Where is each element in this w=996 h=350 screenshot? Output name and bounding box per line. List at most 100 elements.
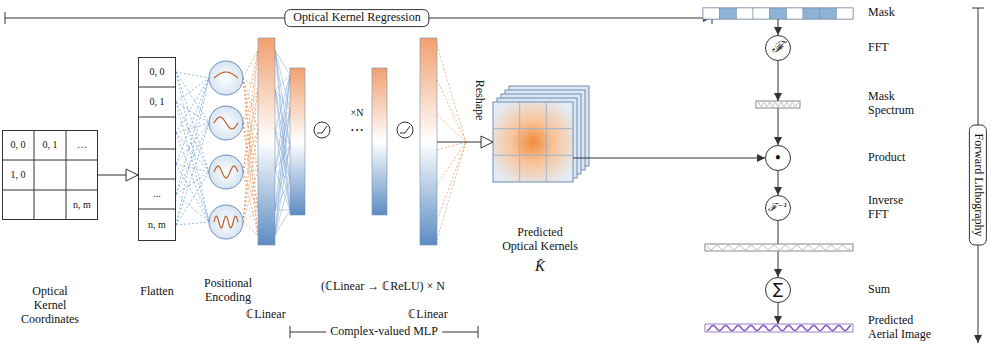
stage-label: (ℂLinear → ℂReLU) × N xyxy=(321,280,445,294)
mask-segment xyxy=(703,8,720,19)
node-text: 1, 0 xyxy=(11,169,26,181)
connection-line xyxy=(243,123,258,235)
node-text: 0, 1 xyxy=(43,139,58,151)
connection-line xyxy=(176,133,209,172)
svg-rect xyxy=(258,38,275,245)
mask-segment xyxy=(803,8,820,19)
node-text: n, m xyxy=(148,219,166,231)
encoding-circles xyxy=(209,61,243,239)
bracket-label: Complex-valued MLP xyxy=(326,325,442,339)
connection-line xyxy=(176,72,209,123)
svg-circle xyxy=(397,122,413,138)
svg-rect xyxy=(493,102,573,182)
mask-segment xyxy=(753,8,770,19)
flatten-cell: 0, 0 xyxy=(138,57,176,87)
flow-arrow xyxy=(778,171,779,195)
mlp-bars xyxy=(258,38,437,245)
svg-circle xyxy=(209,61,243,95)
node-text: ... xyxy=(153,188,161,200)
linear-layer: ℂLinear xyxy=(258,38,275,245)
connection-line xyxy=(275,110,290,235)
svg-line xyxy=(2,160,98,161)
signal-wave xyxy=(758,102,798,106)
mask-bar xyxy=(703,8,853,19)
svg-circle xyxy=(209,205,243,239)
svg-line xyxy=(66,130,67,220)
connection-line xyxy=(176,123,209,164)
flow-arrow xyxy=(778,61,779,101)
connection-line xyxy=(176,172,209,194)
connection-line xyxy=(243,130,258,172)
svg-circle xyxy=(209,106,243,140)
svg-line xyxy=(478,326,479,338)
grid-lines xyxy=(2,130,98,220)
flatten-cell: 0, 1 xyxy=(138,87,176,117)
connection-line xyxy=(275,90,290,180)
connection-line xyxy=(176,164,209,222)
step-label: FFT xyxy=(868,41,889,55)
step-label: Sum xyxy=(868,283,890,297)
connection-line xyxy=(437,142,466,150)
connection-line xyxy=(275,210,290,235)
grid-cell: … xyxy=(66,130,98,160)
sine-wave xyxy=(214,117,238,129)
node-label: Predicted Aerial Image xyxy=(868,314,940,342)
node-text: n, m xyxy=(73,199,91,211)
connection-line xyxy=(275,180,290,235)
mask-segment xyxy=(836,8,853,19)
connection-line xyxy=(243,90,258,172)
bracket-mlp xyxy=(290,326,478,338)
flatten-lines xyxy=(138,87,176,209)
svg-rect xyxy=(420,38,437,245)
mask-segment xyxy=(786,8,803,19)
node-label: K̂ xyxy=(535,258,545,275)
grid-cell: 0, 1 xyxy=(34,130,66,160)
signal-wave xyxy=(707,245,851,249)
connection-line xyxy=(176,123,209,133)
spectrum-bar xyxy=(756,101,800,108)
svg-line xyxy=(519,102,520,182)
operator-circle: ℱ xyxy=(765,35,791,61)
svg-line xyxy=(138,179,176,180)
section-title: Optical Kernel Regression xyxy=(284,9,429,27)
node-text: ∑ xyxy=(773,281,783,298)
signal-waves xyxy=(707,245,851,249)
svg-line xyxy=(493,155,573,156)
signal-waves xyxy=(707,102,851,330)
node-label: Flatten xyxy=(140,285,173,299)
connection-line xyxy=(243,222,258,235)
ellipsis: ⋯ xyxy=(350,123,364,139)
connection-line xyxy=(437,45,466,142)
stage-label: Positional Encoding xyxy=(199,277,257,305)
connection-line xyxy=(176,72,209,222)
svg-line xyxy=(34,130,35,220)
aerial-bar: Predicted Aerial Image xyxy=(705,324,853,332)
svg-circle xyxy=(314,122,330,138)
node-text: 0, 1 xyxy=(150,96,165,108)
signal-wave xyxy=(707,325,851,330)
connection-line xyxy=(176,172,209,225)
svg-line xyxy=(138,209,176,210)
connection-line xyxy=(176,78,209,133)
connection-line xyxy=(243,50,258,222)
mask-segment xyxy=(820,8,837,19)
connection-line xyxy=(176,78,209,102)
svg-rect xyxy=(290,68,305,215)
connection-line xyxy=(243,130,258,222)
node-label: Mask xyxy=(868,6,895,20)
node-text: ℱ⁻¹ xyxy=(768,202,787,215)
flatten-column: Flatten0, 00, 1...n, m xyxy=(138,57,176,241)
connection-line xyxy=(176,222,209,225)
connection-line xyxy=(176,78,209,194)
coordinate-grid: Optical Kernel Coordinates0, 00, 1…1, 0n… xyxy=(2,130,98,220)
svg-line xyxy=(138,149,176,150)
kernel-stack xyxy=(493,86,589,182)
connection-line xyxy=(243,123,258,130)
flatten-cell: ... xyxy=(138,179,176,209)
connection-line xyxy=(176,72,209,78)
operator-circle: ∑ xyxy=(765,277,791,303)
svg-line xyxy=(138,117,176,118)
connection-line xyxy=(176,194,209,222)
connection-line xyxy=(437,115,466,142)
connection-line xyxy=(275,145,290,235)
